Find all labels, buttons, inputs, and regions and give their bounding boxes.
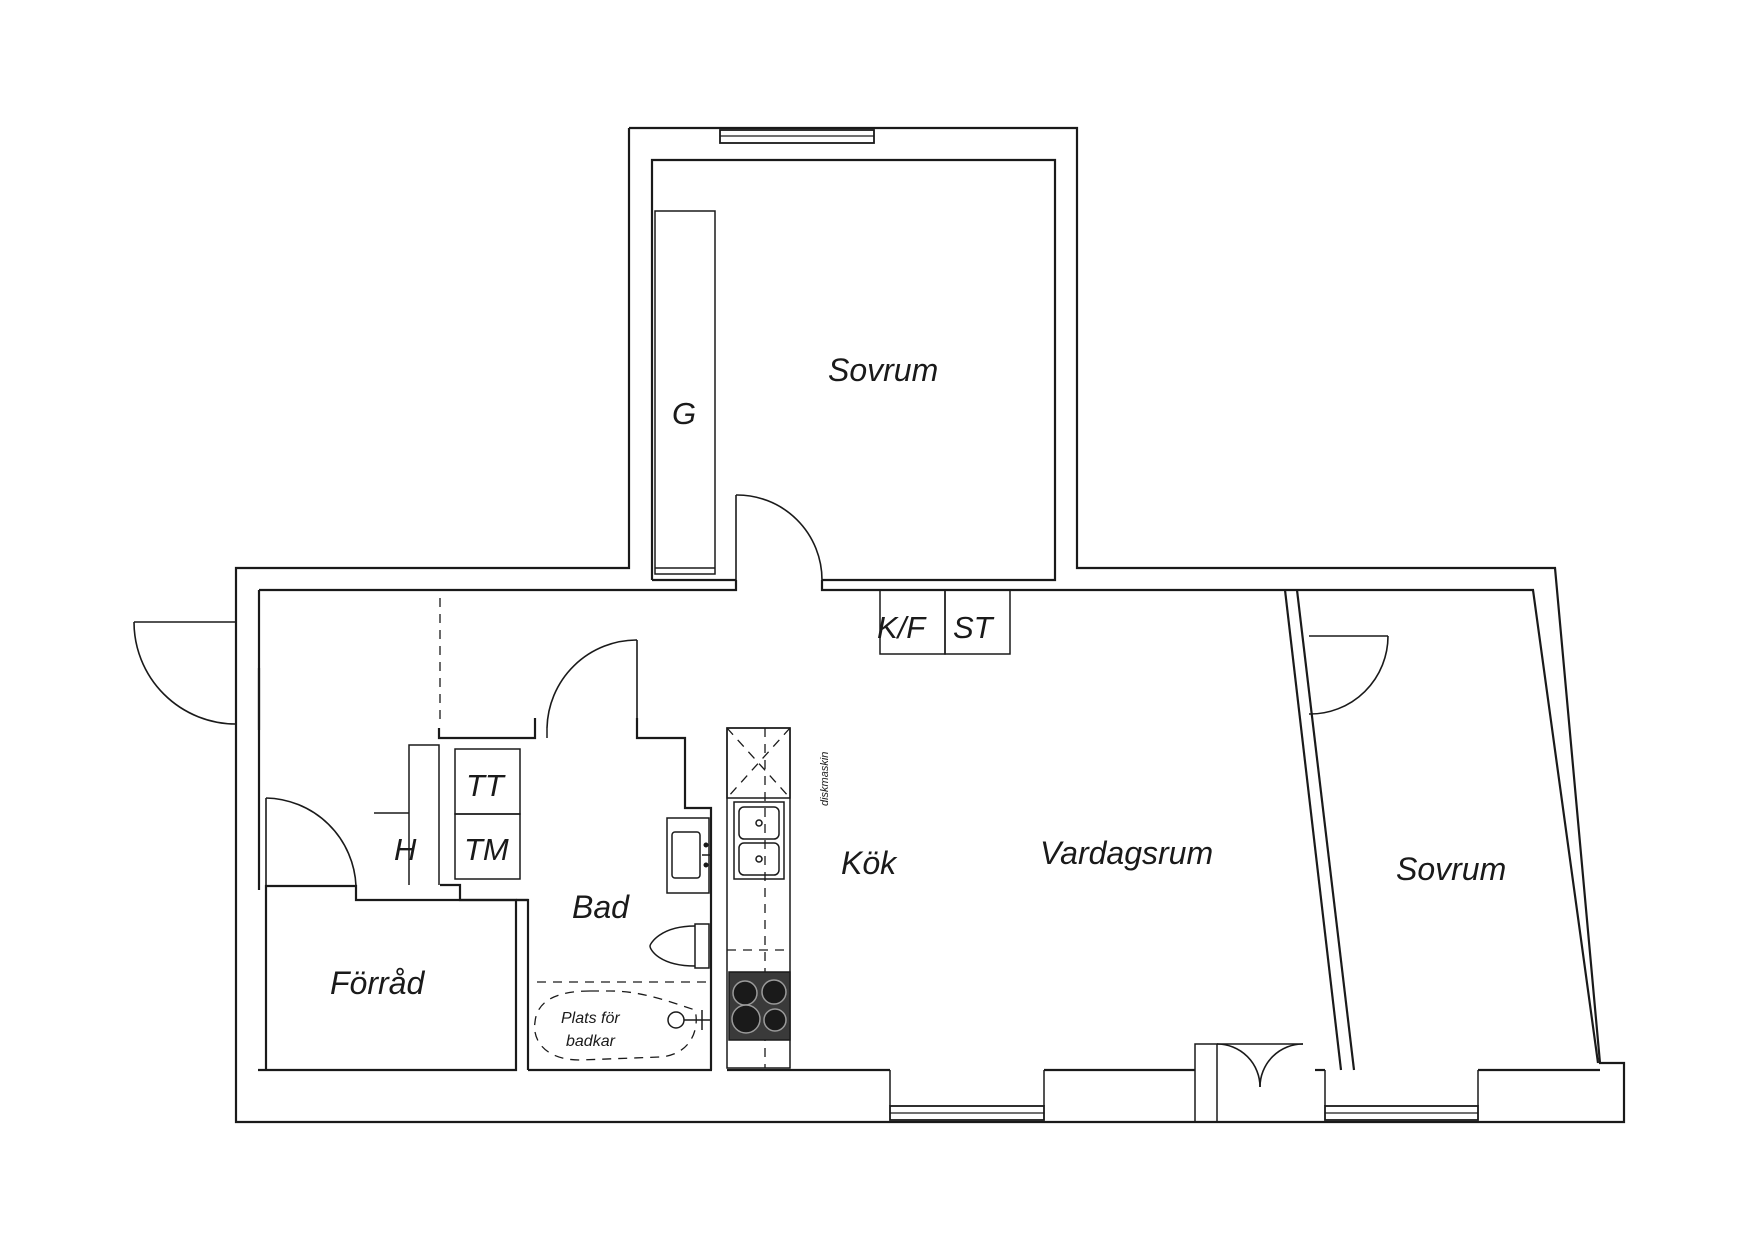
interior-walls — [374, 210, 1356, 1071]
bedroom-top-door — [735, 494, 823, 581]
room-label-bad: Bad — [572, 889, 630, 925]
bathtub-icon — [533, 981, 711, 1061]
dishwasher-label: diskmaskin — [819, 752, 831, 806]
kitchen-sink-icon — [733, 801, 785, 880]
storage-box — [944, 589, 1011, 655]
outer-walls — [234, 126, 1626, 1124]
window-top — [719, 129, 875, 144]
entrance-door — [133, 621, 237, 725]
bathtub-label-line1: Plats för — [561, 1010, 620, 1027]
labels: Sovrum Vardagsrum Sovrum Kök Bad Förråd … — [330, 352, 1506, 1050]
room-label-sovrum-right: Sovrum — [1396, 851, 1506, 887]
bedroom-right-door — [1308, 635, 1389, 715]
windows — [719, 129, 1479, 1121]
wardrobe-label: G — [672, 396, 696, 431]
fridge-freezer-label: K/F — [877, 610, 927, 645]
bathroom — [454, 748, 712, 1061]
storage-label: ST — [953, 610, 995, 645]
washer-label: TM — [464, 832, 509, 867]
bathroom-door — [546, 639, 638, 738]
washbasin-icon — [666, 817, 712, 894]
stove-icon — [728, 971, 791, 1041]
window-bottom-right — [1324, 1070, 1479, 1121]
doors — [133, 494, 1389, 1123]
washer-box — [454, 813, 521, 880]
hall-cabinet-label: H — [394, 832, 417, 867]
toilet-icon — [649, 923, 710, 969]
storage-door — [265, 797, 357, 887]
room-label-kok: Kök — [841, 845, 898, 881]
window-bottom-left — [889, 1070, 1045, 1121]
balcony-door — [1194, 1043, 1304, 1123]
kitchen — [726, 589, 1011, 1069]
dryer-label: TT — [466, 768, 506, 803]
room-label-sovrum-top: Sovrum — [828, 352, 938, 388]
bathtub-label-line2: badkar — [566, 1033, 616, 1050]
room-label-vardagsrum: Vardagsrum — [1040, 835, 1213, 871]
dishwasher-icon — [726, 727, 791, 799]
room-label-forrad: Förråd — [330, 965, 425, 1001]
